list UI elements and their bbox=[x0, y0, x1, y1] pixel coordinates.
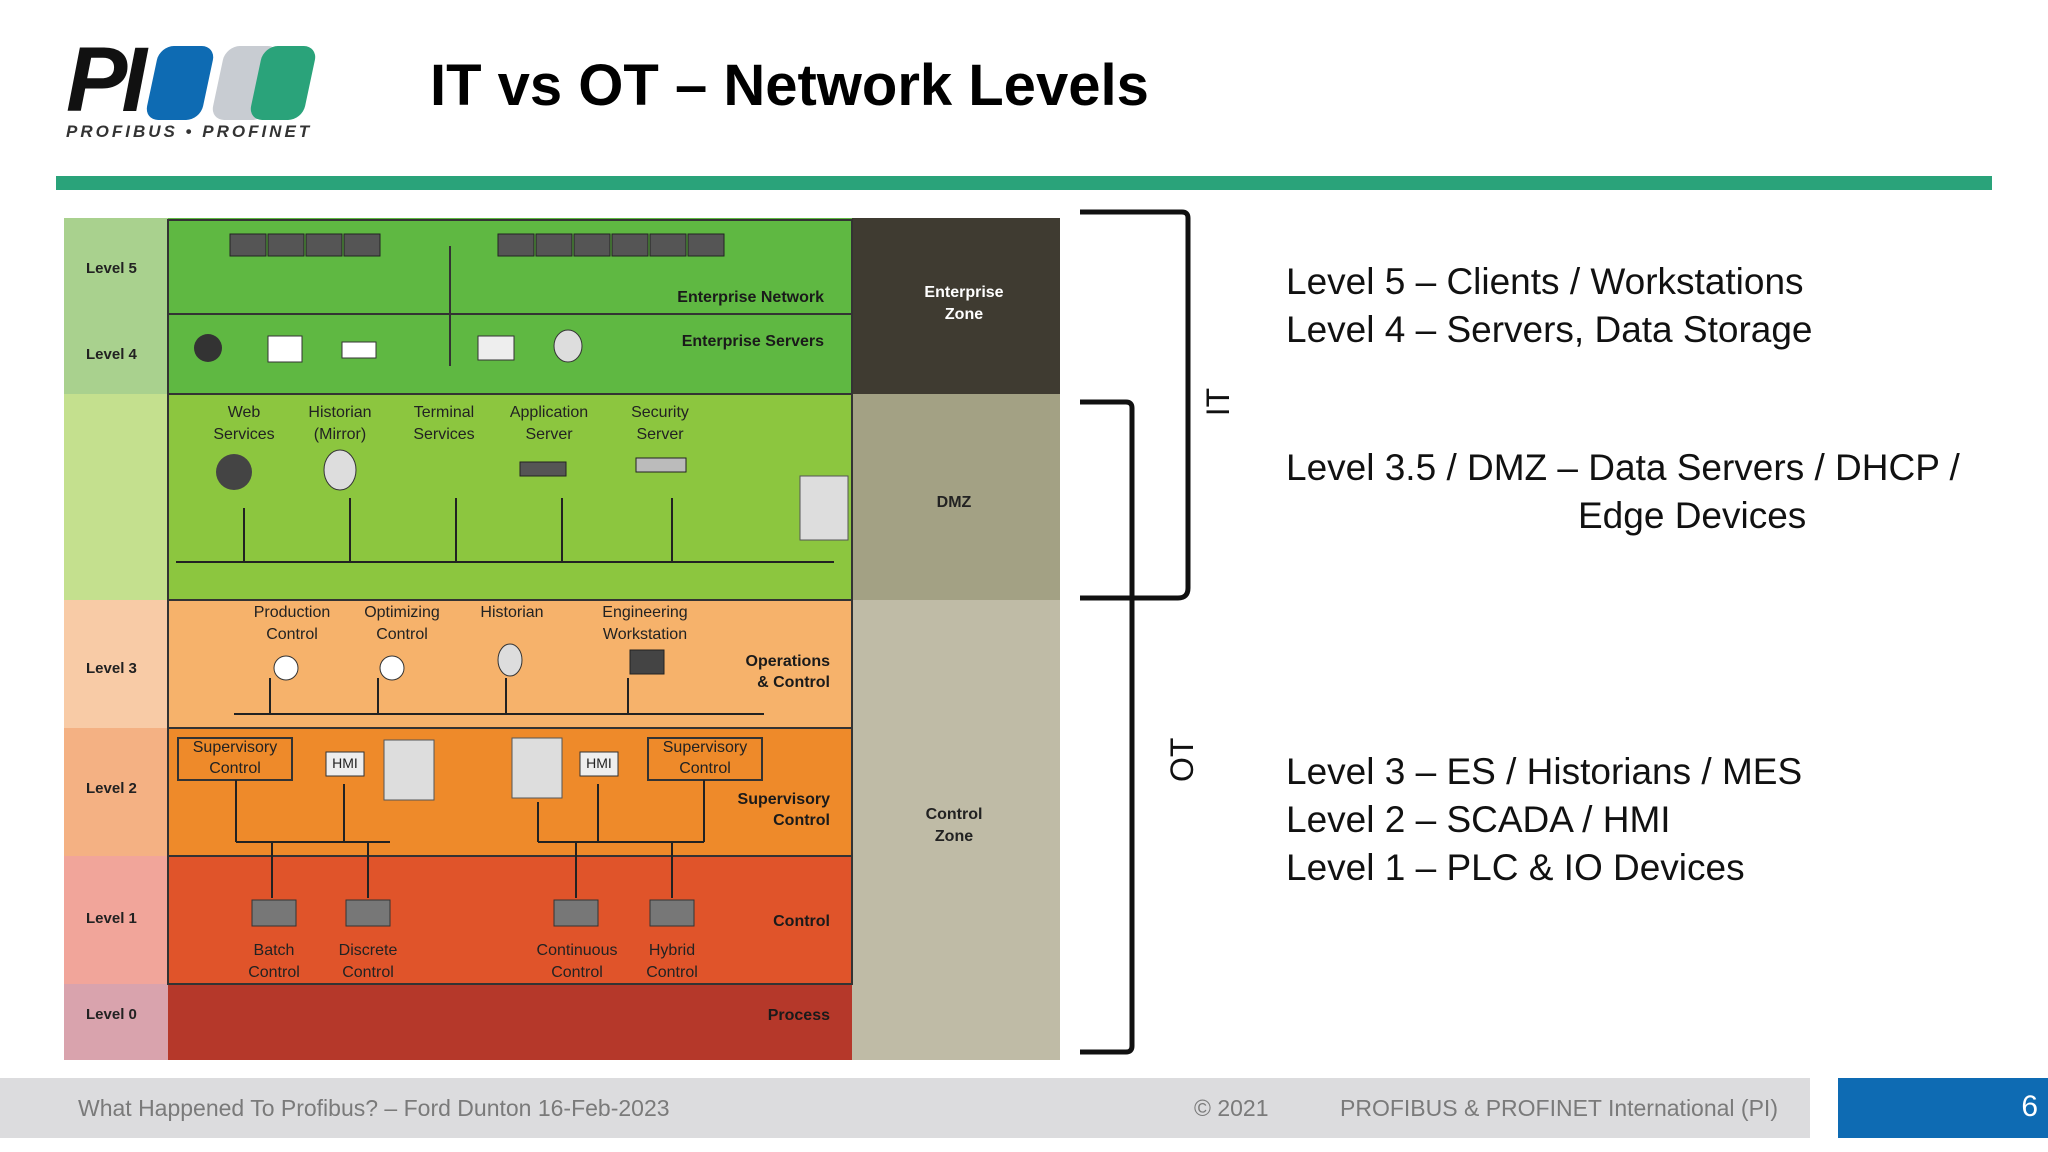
logo-mark: PI bbox=[66, 29, 147, 131]
firewall-icon bbox=[799, 475, 849, 541]
network-levels-diagram: Level 5 Level 4 Level 3 Level 2 Level 1 … bbox=[64, 218, 1060, 1060]
desc-level-3: Level 3 – ES / Historians / MES bbox=[1286, 751, 1803, 792]
dmz-item-label: Security Server bbox=[631, 404, 689, 443]
dmz-server-icon bbox=[519, 461, 567, 477]
l3-item-label: Optimizing Control bbox=[364, 604, 440, 643]
desc-dmz-2: Edge Devices bbox=[1578, 495, 1807, 536]
hmi-right-label: HMI bbox=[586, 755, 612, 771]
hybrid-plc-icon bbox=[649, 899, 695, 927]
it-label: IT bbox=[1200, 387, 1236, 417]
process-label: Process bbox=[767, 1007, 830, 1024]
level-col-l5-l4 bbox=[64, 218, 168, 394]
footer-copyright: © 2021 bbox=[1194, 1095, 1269, 1121]
mail-icon bbox=[341, 341, 377, 359]
l2-firewall-left-icon bbox=[383, 739, 435, 801]
level-4-label: Level 4 bbox=[86, 346, 137, 363]
level-col-dmz bbox=[64, 394, 168, 600]
control-label: Control bbox=[773, 913, 830, 930]
level-2-label: Level 2 bbox=[86, 780, 137, 797]
operations-label: Operations & Control bbox=[745, 653, 830, 691]
ot-label: OT bbox=[1164, 737, 1200, 782]
footer-bar bbox=[0, 1078, 1810, 1138]
batch-plc-icon bbox=[251, 899, 297, 927]
desc-level-5: Level 5 – Clients / Workstations bbox=[1286, 261, 1804, 302]
zone-control-bg bbox=[852, 600, 1060, 1060]
dmz-item-label: Terminal Services bbox=[413, 404, 475, 443]
dmz-item-label: Historian (Mirror) bbox=[308, 404, 372, 443]
control-zone-label: Control Zone bbox=[925, 806, 983, 845]
band-dmz bbox=[168, 394, 856, 600]
exchange-icon bbox=[267, 335, 303, 363]
page-number: 6 bbox=[2021, 1090, 2038, 1123]
level-col-l3 bbox=[64, 600, 168, 728]
app-window-icon bbox=[477, 335, 515, 361]
hmi-left-icon bbox=[325, 751, 365, 777]
desc-level-2: Level 2 – SCADA / HMI bbox=[1286, 799, 1671, 840]
optimizing-hierarchy-icon bbox=[379, 655, 405, 681]
dmz-globe-icon bbox=[216, 454, 252, 490]
database-icon bbox=[553, 329, 583, 363]
level-3-label: Level 3 bbox=[86, 660, 137, 677]
title-divider bbox=[56, 176, 1992, 190]
sup-left-label: Supervisory Control bbox=[192, 739, 278, 777]
continuous-plc-icon bbox=[553, 899, 599, 927]
dmz-item-label: Web Services bbox=[213, 404, 275, 443]
l1-item-label: Continuous Control bbox=[536, 942, 618, 981]
enterprise-network-label: Enterprise Network bbox=[677, 289, 824, 306]
dmz-zone-label: DMZ bbox=[936, 494, 972, 511]
logo-pill-blue bbox=[144, 46, 216, 120]
level-1-label: Level 1 bbox=[86, 910, 137, 927]
l3-item-label: Engineering Workstation bbox=[602, 604, 688, 643]
page-number-box bbox=[1838, 1078, 2048, 1138]
desc-level-1: Level 1 – PLC & IO Devices bbox=[1286, 847, 1745, 888]
ot-bracket bbox=[1080, 399, 1135, 1055]
enterprise-zone-label: Enterprise Zone bbox=[924, 284, 1004, 323]
hmi-left-label: HMI bbox=[332, 755, 358, 771]
level-5-label: Level 5 bbox=[86, 260, 137, 277]
l3-database-icon bbox=[497, 643, 523, 677]
level-col-l2 bbox=[64, 728, 168, 856]
band-process bbox=[168, 984, 856, 1060]
l1-item-label: Hybrid Control bbox=[646, 942, 698, 981]
dmz-database-icon bbox=[323, 449, 357, 491]
workstation-icons bbox=[229, 233, 725, 257]
it-bracket bbox=[1080, 209, 1191, 601]
dmz-item-label: Application Server bbox=[509, 404, 589, 443]
footer-org: PROFIBUS & PROFINET International (PI) bbox=[1340, 1095, 1778, 1121]
zone-enterprise-bg bbox=[852, 218, 1060, 394]
l3-item-label: Production Control bbox=[253, 604, 331, 643]
zone-dmz-bg bbox=[852, 394, 1060, 600]
supervisory-label: Supervisory Control bbox=[737, 791, 830, 829]
page-title: IT vs OT – Network Levels bbox=[430, 53, 1149, 118]
globe-icon bbox=[194, 334, 222, 362]
discrete-plc-icon bbox=[345, 899, 391, 927]
desc-level-4: Level 4 – Servers, Data Storage bbox=[1286, 309, 1813, 350]
diagram-svg bbox=[64, 218, 1060, 1060]
production-hierarchy-icon bbox=[273, 655, 299, 681]
l2-firewall-right-icon bbox=[511, 737, 563, 799]
level-col-l1 bbox=[64, 856, 168, 984]
it-ot-brackets bbox=[1080, 209, 1191, 1055]
enterprise-servers-label: Enterprise Servers bbox=[681, 333, 824, 350]
sup-right-label: Supervisory Control bbox=[662, 739, 748, 777]
l1-item-label: Batch Control bbox=[248, 942, 300, 981]
level-0-label: Level 0 bbox=[86, 1006, 137, 1023]
footer-left-text: What Happened To Profibus? – Ford Dunton… bbox=[78, 1095, 670, 1121]
l3-item-label: Historian bbox=[480, 604, 544, 621]
level-col-l0 bbox=[64, 984, 168, 1060]
l1-item-label: Discrete Control bbox=[338, 942, 398, 981]
desc-dmz-1: Level 3.5 / DMZ – Data Servers / DHCP / bbox=[1286, 447, 1960, 488]
engineering-workstation-icon bbox=[629, 649, 665, 675]
hmi-right-icon bbox=[579, 751, 619, 777]
dmz-switch-icon bbox=[635, 457, 687, 473]
logo-subtitle: PROFIBUS • PROFINET bbox=[66, 122, 313, 141]
